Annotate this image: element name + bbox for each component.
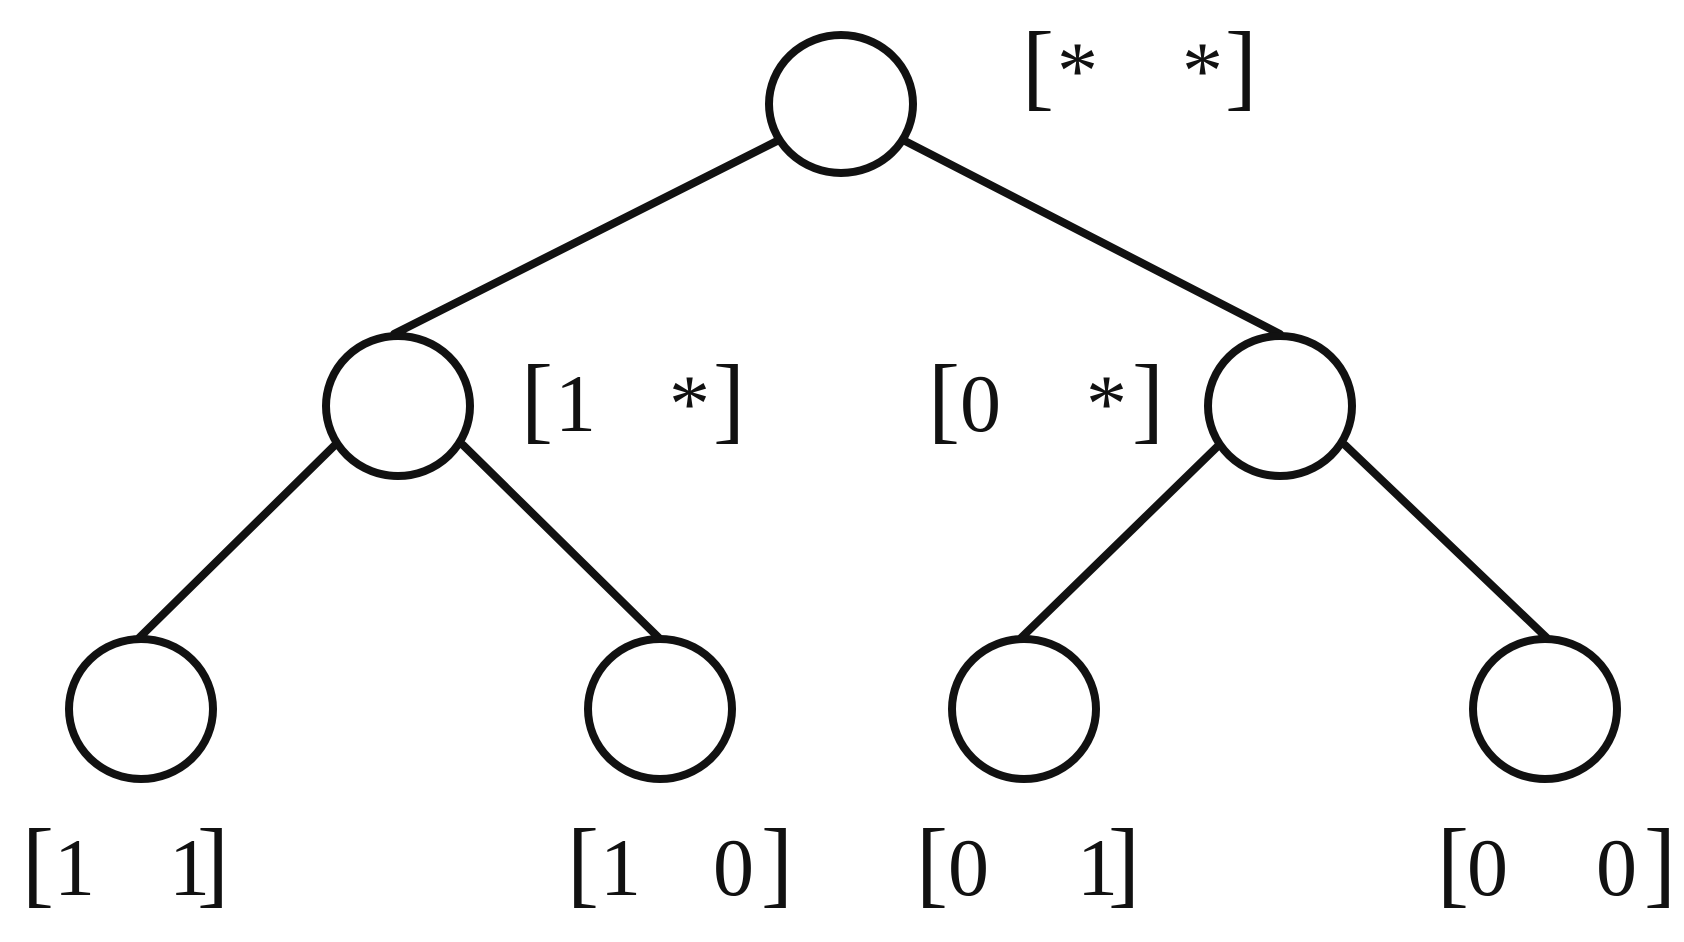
- label-left-open-bracket: [: [521, 345, 553, 452]
- edge-left-left-left: [135, 441, 339, 642]
- label-left-right-value-2: 0: [713, 822, 754, 913]
- edge-right-right-left: [1017, 441, 1223, 642]
- node-left-left: [65, 635, 217, 783]
- label-right-left-value-1: 0: [948, 822, 989, 913]
- label-left-value-1: 1: [555, 358, 596, 449]
- label-right-left-close-bracket: ]: [1108, 809, 1140, 916]
- label-right-right-open-bracket: [: [1437, 809, 1469, 916]
- edge-right-right-right: [1341, 441, 1551, 642]
- label-right-close-bracket: ]: [1132, 345, 1164, 452]
- label-right-open-bracket: [: [928, 345, 960, 452]
- node-root: [765, 31, 917, 177]
- node-left: [322, 332, 474, 480]
- node-right-right: [1469, 635, 1621, 783]
- label-right-left-open-bracket: [: [916, 809, 948, 916]
- label-left-left-value-1: 1: [54, 822, 95, 913]
- label-right-value-1: 0: [960, 358, 1001, 449]
- label-right-right-value-1: 0: [1467, 822, 1508, 913]
- label-right-right-value-2: 0: [1596, 822, 1637, 913]
- label-right-value-2: *: [1086, 358, 1127, 449]
- label-left-value-2: *: [669, 358, 710, 449]
- edge-root-left: [390, 137, 781, 338]
- label-right-left-value-2: 1: [1077, 822, 1118, 913]
- label-left-left-close-bracket: ]: [197, 809, 229, 916]
- label-right-right-close-bracket: ]: [1644, 809, 1676, 916]
- label-left-right-open-bracket: [: [567, 809, 599, 916]
- label-left-left-open-bracket: [: [22, 809, 54, 916]
- label-left-left-value-2: 1: [169, 822, 210, 913]
- label-root-close-bracket: ]: [1225, 12, 1257, 119]
- node-left-right: [584, 635, 736, 783]
- edge-root-right: [901, 137, 1284, 338]
- label-left-right-close-bracket: ]: [761, 809, 793, 916]
- label-left-close-bracket: ]: [713, 345, 745, 452]
- node-right: [1204, 332, 1356, 480]
- edge-left-left-right: [459, 441, 663, 642]
- label-root-value-2: *: [1182, 25, 1223, 116]
- label-root-open-bracket: [: [1022, 12, 1054, 119]
- label-left-right-value-1: 1: [600, 822, 641, 913]
- label-root-value-1: *: [1057, 25, 1098, 116]
- node-right-left: [948, 635, 1100, 783]
